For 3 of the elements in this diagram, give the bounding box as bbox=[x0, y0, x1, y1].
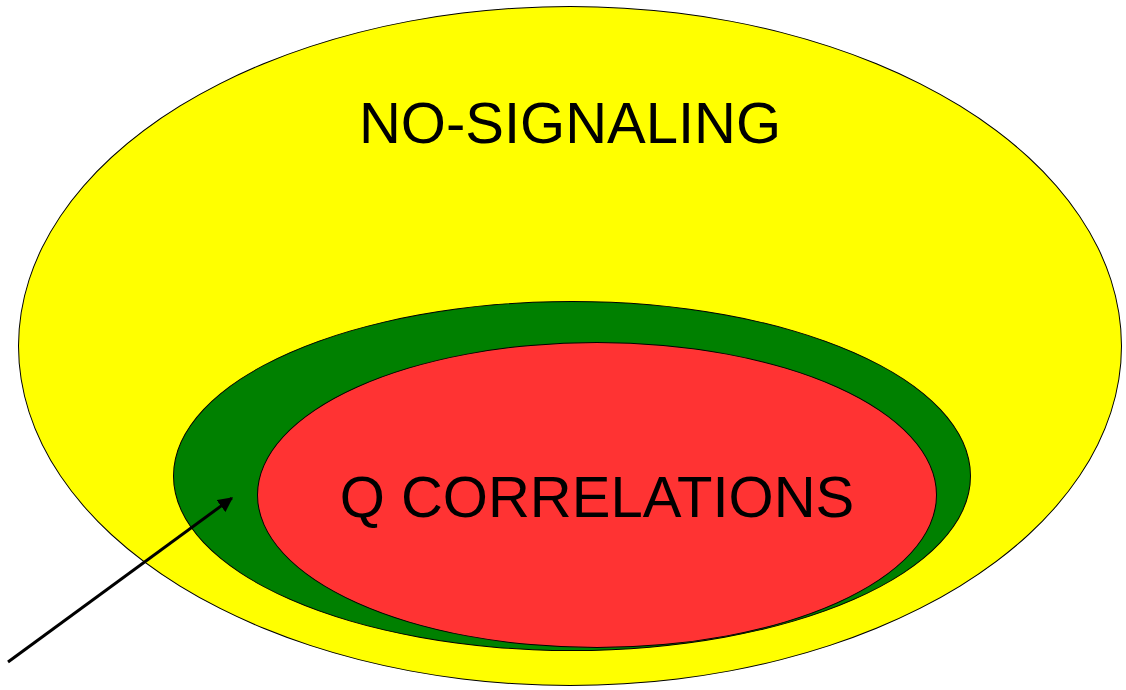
region-label: NO-SIGNALING bbox=[358, 89, 782, 156]
region-label: Q CORRELATIONS bbox=[339, 463, 855, 530]
arrow bbox=[7, 496, 234, 664]
